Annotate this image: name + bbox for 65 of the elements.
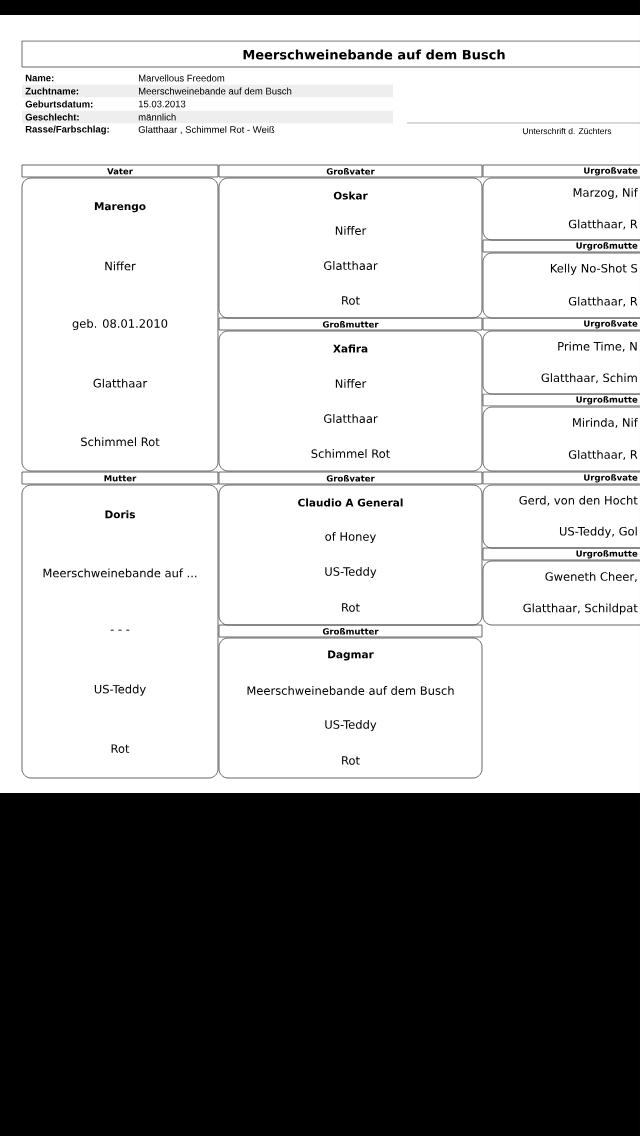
pedigree-card: Kelly No-Shot S Glatthaar, R: [482, 252, 640, 319]
label: Zuchtname:: [25, 87, 79, 95]
header-band: Mutter: [21, 471, 219, 485]
pedigree-card: Gweneth Cheer, Glatthaar, Schildpat: [482, 560, 640, 626]
node-label: Niffer: [335, 226, 367, 235]
label: Rasse/Farbschlag:: [25, 125, 109, 135]
pedigree-card: Prime Time, N Glatthaar, Schim: [482, 330, 640, 395]
header-band: Urgroßvate: [482, 164, 640, 178]
node-label: Glatthaar: [324, 261, 378, 270]
node-label: Meerschweinebande auf dem Busch: [247, 686, 454, 695]
node-label: Oskar: [333, 191, 368, 200]
node-label: Rot: [342, 296, 360, 305]
node-label: Doris: [105, 510, 135, 519]
info-row: Rasse/Farbschlag: Glatthaar , Schimmel Rot - Weiß: [25, 125, 275, 135]
header-band: Großvater: [218, 164, 483, 178]
header-band: Urgroßvate: [482, 471, 640, 485]
label: männlich: [138, 113, 176, 121]
title-bar: Meerschweinebande auf dem Busch: [21, 40, 640, 68]
header-band: Großmutter: [218, 624, 483, 638]
pedigree-card: Xafira Niffer Glatthaar Schimmel Rot: [218, 330, 483, 472]
pedigree-card: Mirinda, Nif Glatthaar, R: [482, 406, 640, 472]
node-label: Rot: [342, 603, 360, 612]
label: Geschlecht:: [25, 113, 79, 121]
node-label: Marengo: [94, 202, 146, 213]
node-label: geb. 08.01.2010: [72, 318, 168, 331]
label: Marvellous Freedom: [138, 74, 225, 82]
pedigree-card: Marzog, Nif Glatthaar, R: [482, 177, 640, 241]
info-row: Name: Marvellous Freedom: [25, 74, 225, 82]
node-label: Niffer: [335, 379, 367, 388]
node-label: US-Teddy: [94, 684, 146, 696]
node-label: - - -: [110, 629, 130, 631]
header-band: Urgroßmutte: [482, 547, 640, 561]
pedigree-card: Dagmar Meerschweinebande auf dem Busch US-Teddy Rot: [218, 637, 483, 779]
node-label: Meerschweinebande auf ...: [43, 568, 197, 578]
header-band: Urgroßmutte: [482, 393, 640, 407]
node-label: US-Teddy: [325, 719, 377, 732]
header-band: Urgroßvate: [482, 317, 640, 331]
node-label: Niffer: [105, 261, 136, 271]
node-label: Rot: [342, 756, 360, 765]
node-label: Schimmel Rot: [81, 437, 160, 447]
node-label: Glatthaar: [324, 414, 378, 423]
node-label: Rot: [111, 744, 130, 753]
pedigree-card: Marengo Niffer geb. 08.01.2010 Glatthaar Schimmel Rot: [21, 177, 219, 472]
header-band: Vater: [21, 164, 219, 178]
info-row: Geburtsdatum: 15.03.2013: [25, 100, 186, 108]
node-label: Glatthaar: [93, 378, 148, 388]
label: Glatthaar , Schimmel Rot - Weiß: [138, 125, 275, 135]
node-label: Schimmel Rot: [311, 449, 390, 458]
node-label: US-Teddy: [325, 566, 377, 579]
label: Meerschweinebande auf dem Busch: [138, 87, 292, 95]
header-band: Großmutter: [218, 317, 483, 331]
pedigree-card: Gerd, von den Hocht US-Teddy, Gol: [482, 484, 640, 549]
node-label: Claudio A General: [298, 498, 403, 507]
label: Name:: [25, 74, 54, 82]
node-label: of Honey: [325, 531, 376, 544]
pedigree-card: Doris Meerschweinebande auf ... - - - US-Teddy Rot: [21, 484, 219, 779]
pedigree-card: Oskar Niffer Glatthaar Rot: [218, 177, 483, 319]
header-band: Urgroßmutte: [482, 239, 640, 253]
signature-caption: Unterschrift d. Züchters: [523, 127, 612, 135]
node-label: Dagmar: [328, 650, 374, 661]
node-label: Xafira: [333, 344, 368, 353]
label: Geburtsdatum:: [25, 100, 93, 108]
pedigree-card: Claudio A General of Honey US-Teddy Rot: [218, 484, 483, 626]
header-band: Großvater: [218, 471, 483, 485]
label: 15.03.2013: [138, 100, 186, 108]
